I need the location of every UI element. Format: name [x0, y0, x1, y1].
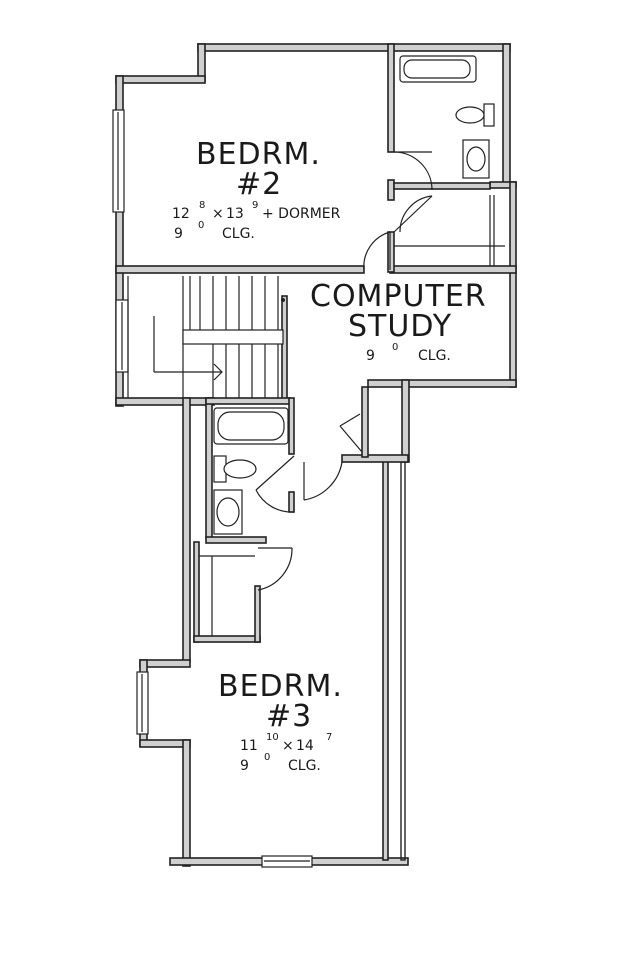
- bedroom2-clg-a: 9: [174, 226, 183, 242]
- bedroom3-clg-a: 9: [240, 758, 249, 774]
- study-clg-label: CLG.: [418, 348, 451, 364]
- room-labels: BEDRM. #2 12 8 × 13 9 + DORMER 9 0 CLG. …: [172, 137, 487, 774]
- upper-bath: [363, 55, 505, 271]
- study-clg-sup: 0: [392, 342, 398, 353]
- study-clg-a: 9: [366, 348, 375, 364]
- toilet-upper: [483, 103, 495, 127]
- bedroom3-dim-b-sup: 7: [326, 732, 332, 743]
- bedroom2-dim-x: ×: [212, 206, 224, 222]
- windows: [112, 109, 313, 868]
- study-name-line1: COMPUTER: [310, 279, 487, 314]
- interior-walls: [115, 43, 517, 643]
- bedroom3-name: BEDRM.: [218, 669, 343, 704]
- bedroom3-number: #3: [266, 699, 312, 734]
- bedroom3-clg-sup: 0: [264, 752, 270, 763]
- bedroom2-dim-a: 12: [172, 206, 190, 222]
- bedroom2-dim-a-sup: 8: [199, 200, 205, 211]
- staircase: [127, 276, 285, 398]
- study-name-line2: STUDY: [348, 309, 452, 344]
- bedroom3-dim-x: ×: [282, 738, 294, 754]
- bedroom2-dormer: + DORMER: [262, 206, 341, 222]
- bedroom3-clg-label: CLG.: [288, 758, 321, 774]
- bedroom2-name: BEDRM.: [196, 137, 321, 172]
- bedroom3-dim-a-sup: 10: [266, 732, 279, 743]
- bedroom2-dim-b: 13: [226, 206, 244, 222]
- bedroom2-clg-sup: 0: [198, 220, 204, 231]
- bedroom3-dim-a: 11: [240, 738, 258, 754]
- bedroom3-dim-b: 14: [296, 738, 314, 754]
- bedroom2-clg-label: CLG.: [222, 226, 255, 242]
- bedroom2-number: #2: [236, 167, 282, 202]
- bedroom2-dim-b-sup: 9: [252, 200, 258, 211]
- lower-bath: [199, 407, 363, 636]
